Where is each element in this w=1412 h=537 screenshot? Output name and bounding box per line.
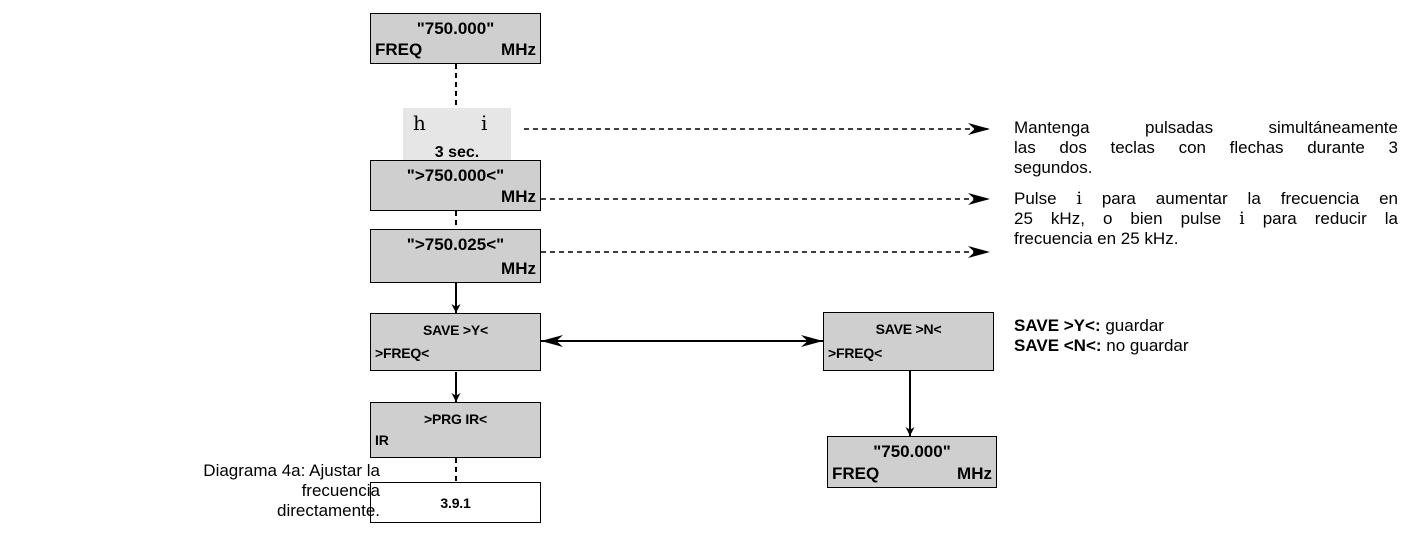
lcd-text: SAVE >N< bbox=[875, 321, 942, 337]
save-yes-label: SAVE >Y<: bbox=[1014, 316, 1101, 335]
note-text: para aumentar la frecuencia en bbox=[1081, 189, 1398, 208]
lcd-save-no: SAVE >N< >FREQ< bbox=[823, 312, 994, 371]
section-reference: 3.9.1 bbox=[440, 495, 471, 511]
lcd-text: >FREQ< bbox=[828, 345, 883, 361]
lcd-text: IR bbox=[375, 432, 389, 448]
note-text: guardar bbox=[1100, 316, 1164, 335]
lcd-prg-ir: >PRG IR< IR bbox=[370, 402, 541, 458]
lcd-save-yes: SAVE >Y< >FREQ< bbox=[370, 313, 541, 371]
up-arrow-key: i bbox=[1076, 189, 1082, 209]
note-line: frecuencia en 25 kHz. bbox=[1014, 229, 1179, 248]
lcd-text: MHz bbox=[501, 40, 536, 59]
caption-line: directamente. bbox=[277, 501, 380, 520]
right-arrow-key: i bbox=[481, 111, 488, 135]
hold-duration: 3 sec. bbox=[434, 144, 480, 161]
note-save-options: SAVE >Y<: guardar SAVE <N<: no guardar bbox=[1014, 316, 1398, 356]
lcd-text: MHz bbox=[501, 187, 536, 206]
note-line: segundos. bbox=[1014, 158, 1093, 177]
lcd-text: >PRG IR< bbox=[424, 411, 487, 427]
lcd-text: MHz bbox=[957, 464, 992, 483]
down-arrow-key: i bbox=[1239, 209, 1245, 229]
lcd-text: ">750.000<" bbox=[406, 166, 505, 185]
lcd-freq-edit-1: ">750.000<" MHz bbox=[370, 160, 541, 211]
diagram-caption: Diagrama 4a: Ajustar la frecuencia direc… bbox=[150, 461, 380, 521]
lcd-text: "750.000" bbox=[416, 19, 495, 38]
caption-line: Diagrama 4a: Ajustar la frecuencia bbox=[203, 461, 380, 500]
note-line: SAVE >Y<: guardar bbox=[1014, 316, 1398, 336]
note-text: Pulse bbox=[1014, 189, 1077, 208]
lcd-text: >FREQ< bbox=[375, 345, 430, 361]
note-line: Mantenga pulsadas simultáneamente bbox=[1014, 118, 1398, 137]
lcd-freq-start: "750.000" FREQ MHz bbox=[370, 13, 541, 64]
lcd-text: "750.000" bbox=[873, 442, 951, 461]
note-hold-keys: Mantenga pulsadas simultáneamente las do… bbox=[1014, 118, 1398, 178]
note-text: para reducir la bbox=[1244, 209, 1398, 228]
note-text: 25 kHz, o bien pulse bbox=[1014, 209, 1240, 228]
save-no-label: SAVE <N<: bbox=[1014, 336, 1102, 355]
key-combo-box: h i 3 sec. bbox=[403, 108, 511, 164]
note-line: Pulse i para aumentar la frecuencia en bbox=[1014, 189, 1398, 209]
lcd-text: MHz bbox=[501, 259, 536, 278]
note-line: 25 kHz, o bien pulse i para reducir la bbox=[1014, 209, 1398, 229]
note-text: no guardar bbox=[1101, 336, 1189, 355]
section-reference-box: 3.9.1 bbox=[370, 482, 541, 523]
note-adjust-frequency: Pulse i para aumentar la frecuencia en 2… bbox=[1014, 189, 1398, 249]
lcd-text: FREQ bbox=[375, 40, 423, 59]
note-line: las dos teclas con flechas durante 3 bbox=[1014, 138, 1398, 157]
lcd-text: ">750.025<" bbox=[406, 235, 505, 254]
lcd-text: FREQ bbox=[832, 464, 880, 483]
lcd-text: SAVE >Y< bbox=[422, 322, 489, 338]
note-line: SAVE <N<: no guardar bbox=[1014, 336, 1398, 356]
left-arrow-key: h bbox=[413, 111, 426, 135]
lcd-freq-end: "750.000" FREQ MHz bbox=[827, 436, 997, 488]
lcd-freq-edit-2: ">750.025<" MHz bbox=[370, 229, 541, 283]
